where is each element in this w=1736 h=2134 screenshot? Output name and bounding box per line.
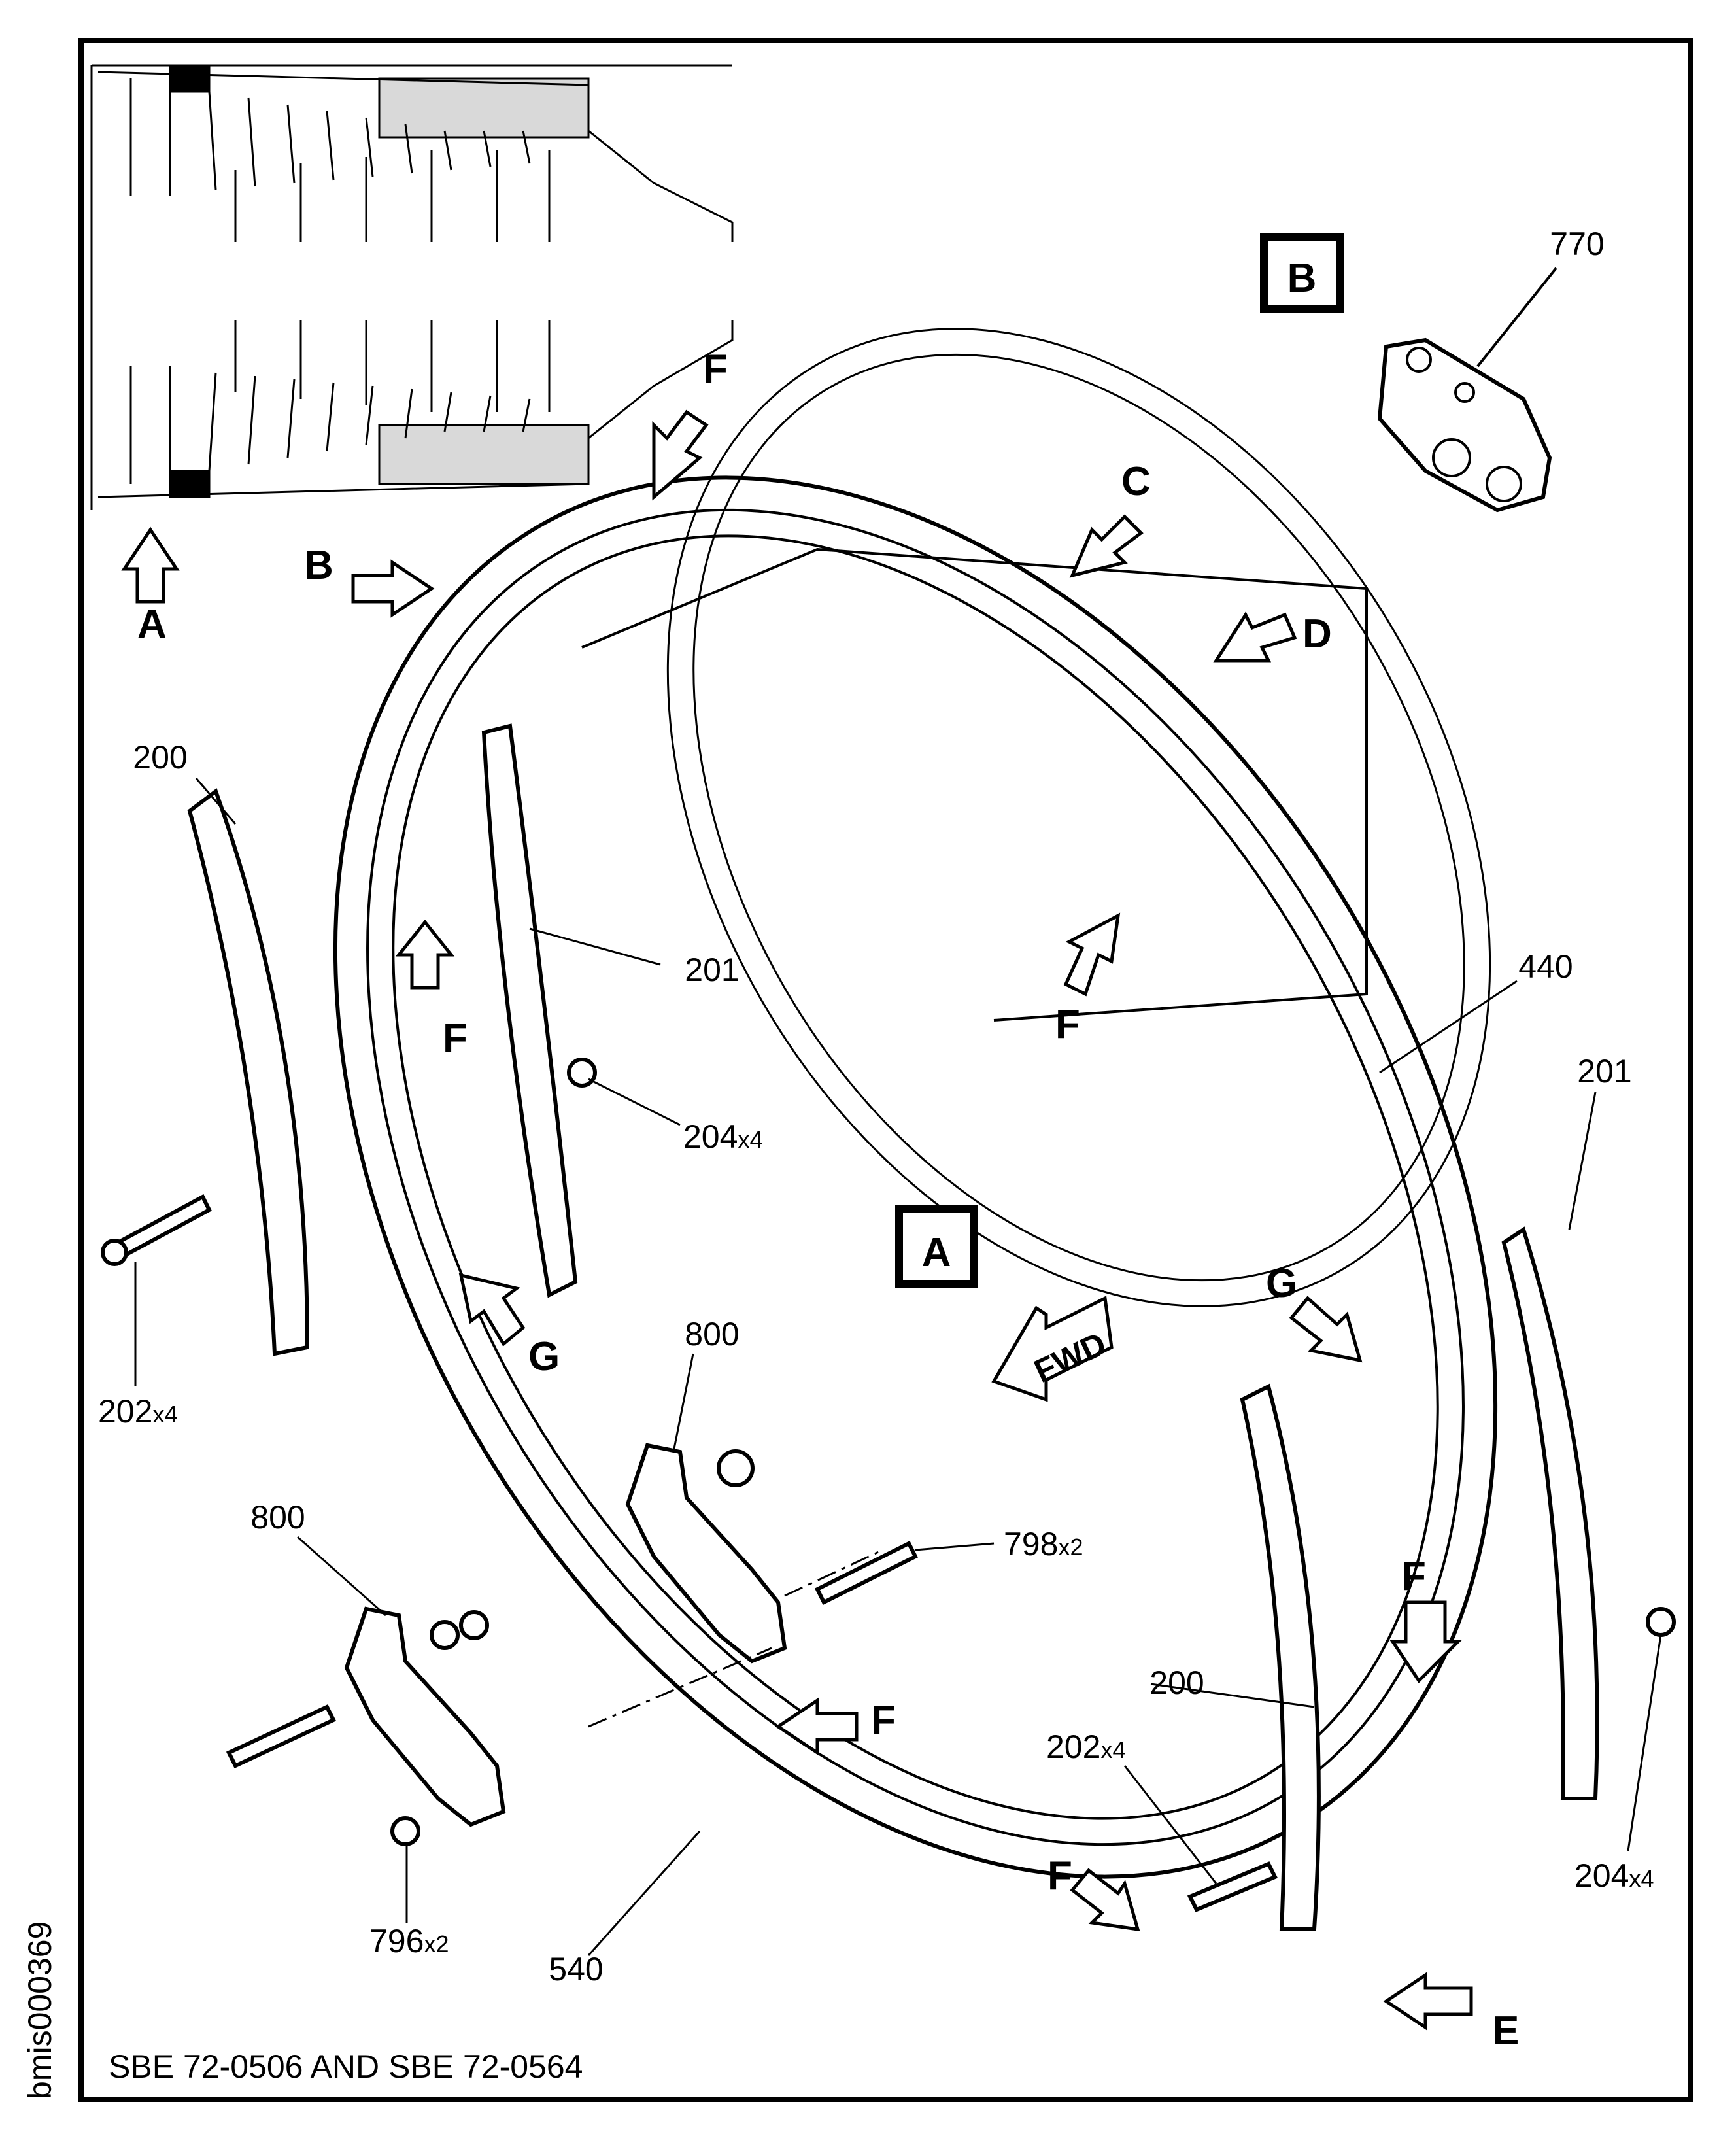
callout-796: 796x2: [369, 1923, 449, 1959]
engine-cross-section-inset: [90, 64, 734, 510]
callout-440: 440: [1518, 948, 1573, 985]
arrow-E: [1383, 1972, 1473, 2031]
callout-204-left: 204x4: [683, 1118, 762, 1155]
view-label-F6: F: [1047, 1853, 1072, 1899]
plate-200-left: [187, 788, 310, 1356]
plate-201-right: [1501, 1226, 1599, 1800]
plate-200-right: [1240, 1383, 1321, 1931]
nut-796: [390, 1816, 420, 1846]
case-ring-assembly: [333, 328, 1498, 1879]
view-label-F1: F: [703, 347, 728, 392]
bolt-left-lower: [226, 1704, 337, 1768]
arrow-F-left: [395, 919, 455, 990]
arrow-B: [351, 559, 435, 618]
nut-204-right: [1646, 1607, 1676, 1637]
callout-200-right: 200: [1149, 1664, 1204, 1701]
plate-800-upper: [625, 1443, 787, 1664]
caption: SBE 72-0506 AND SBE 72-0564: [109, 2048, 583, 2085]
callout-202-left: 202x4: [98, 1393, 177, 1430]
leader-lines: [134, 778, 1662, 1957]
view-label-G2: G: [528, 1334, 560, 1379]
arrow-F-right: [1389, 1600, 1463, 1683]
callout-798: 798x2: [1004, 1526, 1083, 1562]
view-arrows: [121, 409, 1473, 2031]
callout-800-upper: 800: [685, 1316, 739, 1352]
callout-540: 540: [549, 1951, 603, 1988]
view-box-A: A: [895, 1205, 978, 1288]
view-box-B: B: [1260, 233, 1344, 313]
arrow-F-top: [652, 409, 709, 501]
bolt-202-left: [101, 1194, 212, 1266]
callout-800-lower: 800: [250, 1499, 305, 1536]
view-label-F4: F: [1401, 1554, 1426, 1599]
callout-201-right: 201: [1577, 1053, 1631, 1090]
figure-frame: [78, 38, 1693, 2102]
arrow-C: [1069, 514, 1144, 578]
plate-800-lower: [344, 1606, 506, 1827]
view-label-B: B: [304, 543, 333, 588]
view-label-F2: F: [443, 1016, 468, 1061]
bracket-770: [1377, 267, 1557, 513]
callout-201-left: 201: [685, 952, 739, 988]
callout-202-right: 202x4: [1046, 1729, 1125, 1765]
view-label-G1: G: [1266, 1261, 1297, 1306]
spacer-bushings: [430, 1449, 755, 1650]
view-label-A: A: [137, 602, 167, 647]
nut-204-left: [567, 1058, 597, 1088]
view-label-F5: F: [871, 1698, 896, 1743]
view-label-D: D: [1302, 611, 1332, 657]
arrow-G-left: [458, 1273, 526, 1347]
callout-200-left: 200: [133, 739, 187, 776]
arrow-D: [1213, 611, 1297, 663]
arrow-G-right: [1289, 1296, 1363, 1363]
bolt-202-right: [1187, 1861, 1278, 1912]
arrow-F-bottom: [1070, 1868, 1140, 1932]
plate-201-left: [481, 723, 578, 1298]
callout-770: 770: [1550, 226, 1604, 262]
svg-text:B: B: [1287, 256, 1317, 301]
view-label-E: E: [1492, 2008, 1519, 2054]
arrow-A: [121, 526, 180, 604]
arrow-F-lower: [775, 1697, 859, 1756]
arrow-F-mid: [1063, 912, 1121, 997]
view-label-F3: F: [1055, 1002, 1080, 1047]
callout-204-right: 204x4: [1574, 1857, 1654, 1894]
figure-id: bmis000369: [22, 1921, 58, 2099]
view-label-C: C: [1121, 459, 1151, 504]
bolt-798: [814, 1540, 919, 1606]
svg-text:A: A: [922, 1230, 951, 1275]
